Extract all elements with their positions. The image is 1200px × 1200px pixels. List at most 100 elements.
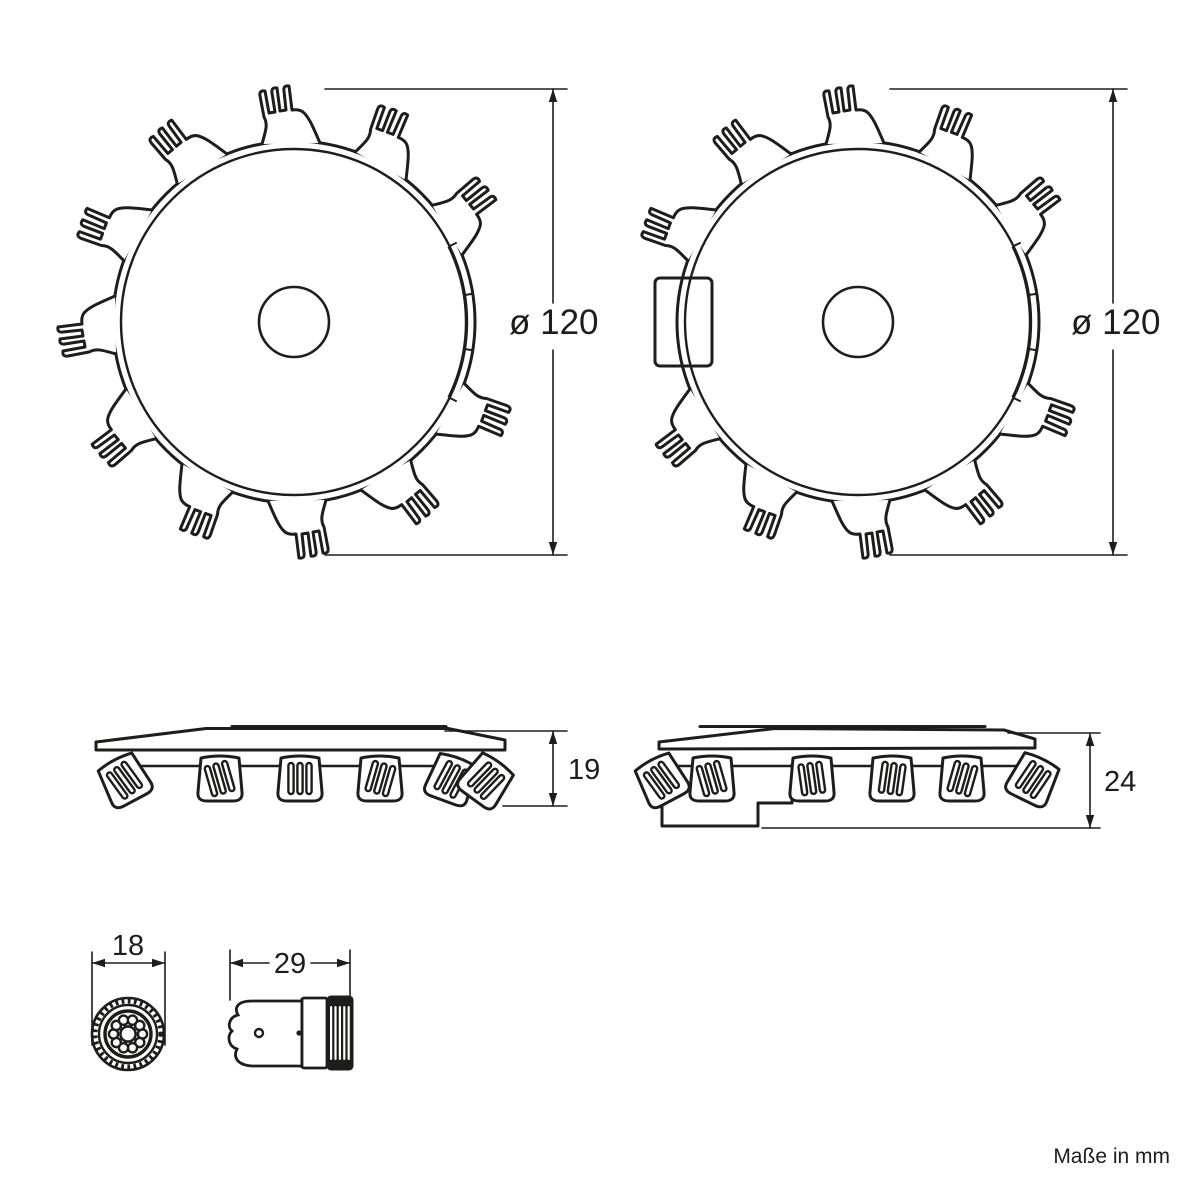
mounting-foot (938, 754, 986, 803)
clip-prong (433, 759, 454, 791)
knurl-slot (338, 1006, 341, 1060)
clip-tab-mask (77, 207, 152, 261)
clip-tab-group (90, 387, 158, 468)
base-front-group (90, 996, 166, 1072)
base-pin-dot (296, 1030, 302, 1036)
clip-tab (654, 387, 722, 468)
center-hole (257, 285, 331, 359)
dimension-arrowhead (548, 731, 558, 744)
base-inner-ring (103, 1009, 153, 1059)
clip-prong (305, 761, 313, 796)
dimension-arrowhead (1085, 815, 1095, 828)
clip-tab-group (258, 84, 322, 146)
base-ring (97, 1003, 159, 1065)
connector-notch (653, 276, 714, 368)
base-collar (300, 996, 329, 1070)
mounting-foot (1004, 751, 1061, 809)
clip-prong (105, 771, 129, 800)
clip-tab (266, 498, 330, 560)
clip-tab (822, 84, 886, 146)
clip-prong (1022, 765, 1045, 795)
disc-side-view-left (94, 725, 515, 811)
prong-group (105, 760, 144, 800)
prong-group (203, 759, 236, 798)
clip-tab-mask (924, 460, 1002, 524)
clip-tab (56, 294, 118, 358)
disc-side-view-right (633, 725, 1061, 828)
clip-prong (479, 773, 506, 801)
clip-prong (1029, 770, 1052, 800)
lamp-base-side-view (227, 995, 354, 1071)
prong-group (946, 759, 979, 798)
clip-prong (113, 765, 136, 795)
dim-label-side-left-height: 19 (568, 754, 600, 786)
dimension-arrowhead (548, 89, 558, 102)
disc-plate-profile (657, 727, 1037, 751)
dimension-arrowhead (230, 958, 243, 968)
clip-prong (120, 760, 144, 790)
clip-prong (806, 761, 818, 796)
clip-tab (917, 104, 974, 182)
clip-tab (830, 498, 894, 560)
mounting-foot (276, 754, 324, 803)
clip-tab-mask (1000, 383, 1075, 437)
clip-tab-mask (432, 178, 496, 256)
mounting-foot (788, 754, 836, 803)
clip-tab (258, 84, 322, 146)
clip-prong (203, 764, 219, 798)
clip-prong (946, 759, 962, 793)
disc-assembly (640, 84, 1076, 560)
dim-label-socket-front-diameter: 18 (112, 930, 144, 962)
base-pin (253, 1027, 265, 1039)
clip-prong (473, 767, 499, 794)
knurl-slot (343, 1006, 346, 1060)
prong-group (877, 760, 907, 797)
mounting-foot (688, 754, 736, 803)
clip-tab-mask (360, 460, 438, 524)
mounting-foot (196, 754, 244, 803)
mounting-foot (456, 751, 515, 811)
clip-prong (886, 761, 898, 796)
clip-tab-group (178, 462, 235, 540)
dim-label-socket-side-length: 29 (274, 948, 306, 980)
dim-label-side-right-height: 24 (1104, 766, 1136, 798)
dimension-arrowhead (548, 542, 558, 555)
clip-tab (148, 118, 229, 186)
clip-tab (640, 206, 718, 263)
mounting-foot (633, 751, 691, 810)
clip-tab-mask (919, 105, 973, 180)
base-center-hole (119, 1025, 137, 1043)
dimension-arrowhead (152, 958, 165, 968)
clip-prong (642, 771, 666, 800)
lamp-base-front-view (90, 996, 166, 1072)
clip-tab-group (830, 498, 894, 560)
clip-tab (994, 176, 1062, 257)
dimension-arrowhead (1108, 542, 1118, 555)
disc-top-view-left (56, 84, 512, 560)
clip-tab-mask (57, 296, 116, 357)
clip-tab-mask (179, 464, 233, 539)
clip-tab-mask (832, 500, 893, 559)
clip-prong (466, 761, 493, 788)
disc-plate-profile (94, 727, 507, 752)
clip-tab-group (654, 387, 722, 468)
clip-tab-mask (150, 120, 228, 184)
disc-assembly (56, 84, 512, 560)
clip-tab-group (998, 381, 1076, 438)
clip-tab-group (917, 104, 974, 182)
prong-group (287, 761, 313, 796)
clip-tab-group (994, 176, 1062, 257)
dimension-annotations (91, 88, 1128, 1046)
prong-group (466, 761, 506, 801)
clip-prong (212, 762, 227, 795)
clip-tab-mask (641, 207, 716, 261)
clip-tab-group (640, 206, 718, 263)
prong-group (695, 759, 728, 798)
clip-tab (178, 462, 235, 540)
rim-band (1011, 246, 1032, 398)
center-hole (821, 285, 895, 359)
clip-tab-group (923, 458, 1004, 526)
dimension-arrowhead (548, 793, 558, 806)
clip-tab-mask (823, 85, 884, 144)
